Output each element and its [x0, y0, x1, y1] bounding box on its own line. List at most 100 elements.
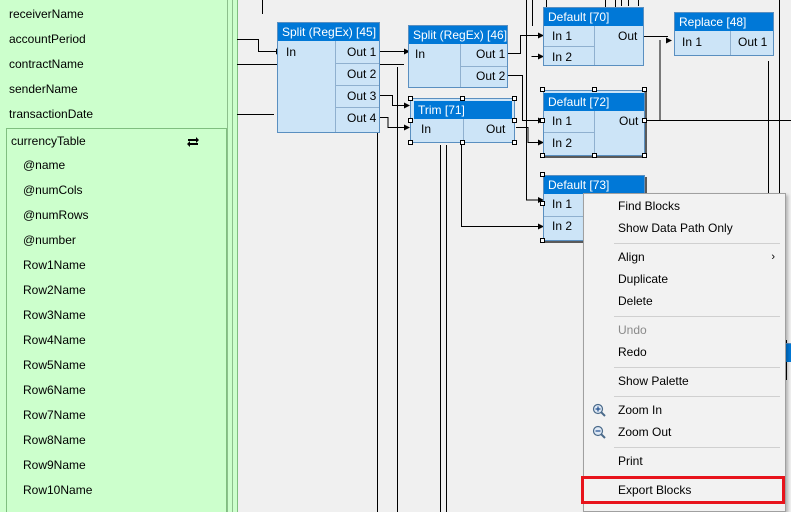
menu-item-delete[interactable]: Delete — [584, 290, 785, 312]
selection-handle[interactable] — [540, 238, 545, 243]
port-out-1[interactable]: Out 1 — [738, 35, 768, 49]
block-divider — [594, 26, 595, 65]
selection-handle[interactable] — [592, 87, 597, 92]
selection-handle[interactable] — [460, 140, 465, 145]
block-divider — [594, 111, 595, 155]
selection-handle[interactable] — [540, 153, 545, 158]
port-out-2[interactable]: Out 2 — [347, 67, 377, 81]
selection-handle[interactable] — [642, 87, 647, 92]
tree-child-row10[interactable]: Row10Name — [23, 483, 93, 497]
block-divider — [460, 44, 461, 87]
tree-child-row1[interactable]: Row1Name — [23, 258, 86, 272]
port-out-4[interactable]: Out 4 — [347, 111, 377, 125]
block-divider — [544, 46, 594, 47]
field-receiver-name[interactable]: receiverName — [9, 7, 84, 21]
tree-child-row4[interactable]: Row4Name — [23, 333, 86, 347]
selection-handle[interactable] — [408, 96, 413, 101]
port-out[interactable]: Out — [619, 114, 639, 128]
selection-handle[interactable] — [642, 118, 647, 123]
field-account-period[interactable]: accountPeriod — [9, 32, 86, 46]
port-in-1[interactable]: In 1 — [552, 29, 573, 43]
menu-label: Export Blocks — [618, 483, 692, 497]
menu-item-find-blocks[interactable]: Find Blocks — [584, 195, 785, 217]
field-contract-name[interactable]: contractName — [9, 57, 84, 71]
tree-child-name[interactable]: @name — [23, 158, 66, 172]
tree-child-number[interactable]: @number — [23, 233, 76, 247]
tree-child-row2[interactable]: Row2Name — [23, 283, 86, 297]
port-in-2[interactable]: In 2 — [552, 219, 573, 233]
block-title: Default [72] — [544, 93, 644, 111]
block-title-partial — [782, 344, 791, 362]
schema-tree-panel: receiverName accountPeriod contractName … — [0, 0, 238, 512]
tree-child-row7[interactable]: Row7Name — [23, 408, 86, 422]
menu-item-export-blocks[interactable]: Export Blocks — [584, 479, 785, 501]
block-split-regex-45[interactable]: Split (RegEx) [45] In Out 1 Out 2 Out 3 … — [277, 22, 380, 133]
port-out[interactable]: Out — [618, 29, 638, 43]
port-in-2[interactable]: In 2 — [552, 136, 573, 150]
port-out[interactable]: Out — [486, 122, 506, 136]
loop-icon[interactable] — [185, 133, 201, 149]
selection-handle[interactable] — [512, 96, 517, 101]
block-title: Split (RegEx) [46] — [409, 26, 507, 44]
tree-child-row3[interactable]: Row3Name — [23, 308, 86, 322]
port-in[interactable]: In — [421, 122, 432, 136]
block-divider — [463, 119, 464, 141]
port-in[interactable]: In — [286, 45, 297, 59]
selection-handle[interactable] — [512, 140, 517, 145]
port-out-1[interactable]: Out 1 — [476, 47, 506, 61]
selection-handle[interactable] — [540, 87, 545, 92]
selection-handle[interactable] — [408, 118, 413, 123]
selection-handle[interactable] — [642, 153, 647, 158]
selection-handle[interactable] — [540, 172, 545, 177]
menu-label: Find Blocks — [618, 199, 681, 213]
block-split-regex-46[interactable]: Split (RegEx) [46] In Out 1 Out 2 — [408, 25, 508, 88]
menu-label: Print — [618, 454, 643, 468]
menu-item-duplicate[interactable]: Duplicate — [584, 268, 785, 290]
selection-handle[interactable] — [408, 140, 413, 145]
block-title: Trim [71] — [414, 101, 512, 119]
port-in-1[interactable]: In 1 — [552, 114, 573, 128]
port-in[interactable]: In — [415, 47, 426, 61]
highlight-annotation-box — [581, 476, 785, 504]
block-default-72[interactable]: Default [72] In 1 In 2 Out — [543, 90, 645, 156]
tree-child-row6[interactable]: Row6Name — [23, 383, 86, 397]
tree-child-row9[interactable]: Row9Name — [23, 458, 86, 472]
tree-child-row8[interactable]: Row8Name — [23, 433, 86, 447]
field-transaction-date[interactable]: transactionDate — [9, 107, 94, 121]
zoom-out-icon — [592, 425, 606, 439]
selection-handle[interactable] — [512, 118, 517, 123]
port-in-1[interactable]: In 1 — [682, 35, 703, 49]
block-title: Default [70] — [544, 8, 643, 26]
block-divider — [335, 107, 379, 108]
selection-handle[interactable] — [540, 201, 545, 206]
tree-guide-line — [227, 0, 228, 512]
port-out-3[interactable]: Out 3 — [347, 89, 377, 103]
tree-child-num-rows[interactable]: @numRows — [23, 208, 89, 222]
selection-handle[interactable] — [592, 153, 597, 158]
field-sender-name[interactable]: senderName — [9, 82, 78, 96]
menu-item-align[interactable]: Align› — [584, 246, 785, 268]
selection-handle[interactable] — [460, 96, 465, 101]
menu-item-show-data-path-only[interactable]: Show Data Path Only — [584, 217, 785, 239]
selection-handle[interactable] — [540, 118, 545, 123]
port-out-1[interactable]: Out 1 — [347, 45, 377, 59]
block-replace-48[interactable]: Replace [48] In 1 Out 1 — [674, 12, 774, 56]
block-default-70[interactable]: Default [70] In 1 In 2 Out — [543, 7, 644, 66]
menu-item-print[interactable]: Print — [584, 450, 785, 472]
menu-item-redo[interactable]: Redo — [584, 341, 785, 363]
tree-child-num-cols[interactable]: @numCols — [23, 183, 83, 197]
port-in-1[interactable]: In 1 — [552, 197, 573, 211]
block-trim-71[interactable]: Trim [71] In Out — [410, 98, 515, 143]
menu-item-zoom-in[interactable]: Zoom In — [584, 399, 785, 421]
menu-separator — [614, 243, 780, 244]
menu-item-show-palette[interactable]: Show Palette — [584, 370, 785, 392]
menu-separator — [614, 447, 780, 448]
menu-item-zoom-out[interactable]: Zoom Out — [584, 421, 785, 443]
currency-table-node[interactable]: currencyTable @name @numCols @numRows @n… — [6, 128, 227, 512]
tree-child-row5[interactable]: Row5Name — [23, 358, 86, 372]
menu-separator — [614, 316, 780, 317]
menu-label: Redo — [618, 345, 647, 359]
block-divider — [335, 63, 379, 64]
port-in-2[interactable]: In 2 — [552, 50, 573, 64]
port-out-2[interactable]: Out 2 — [476, 69, 506, 83]
